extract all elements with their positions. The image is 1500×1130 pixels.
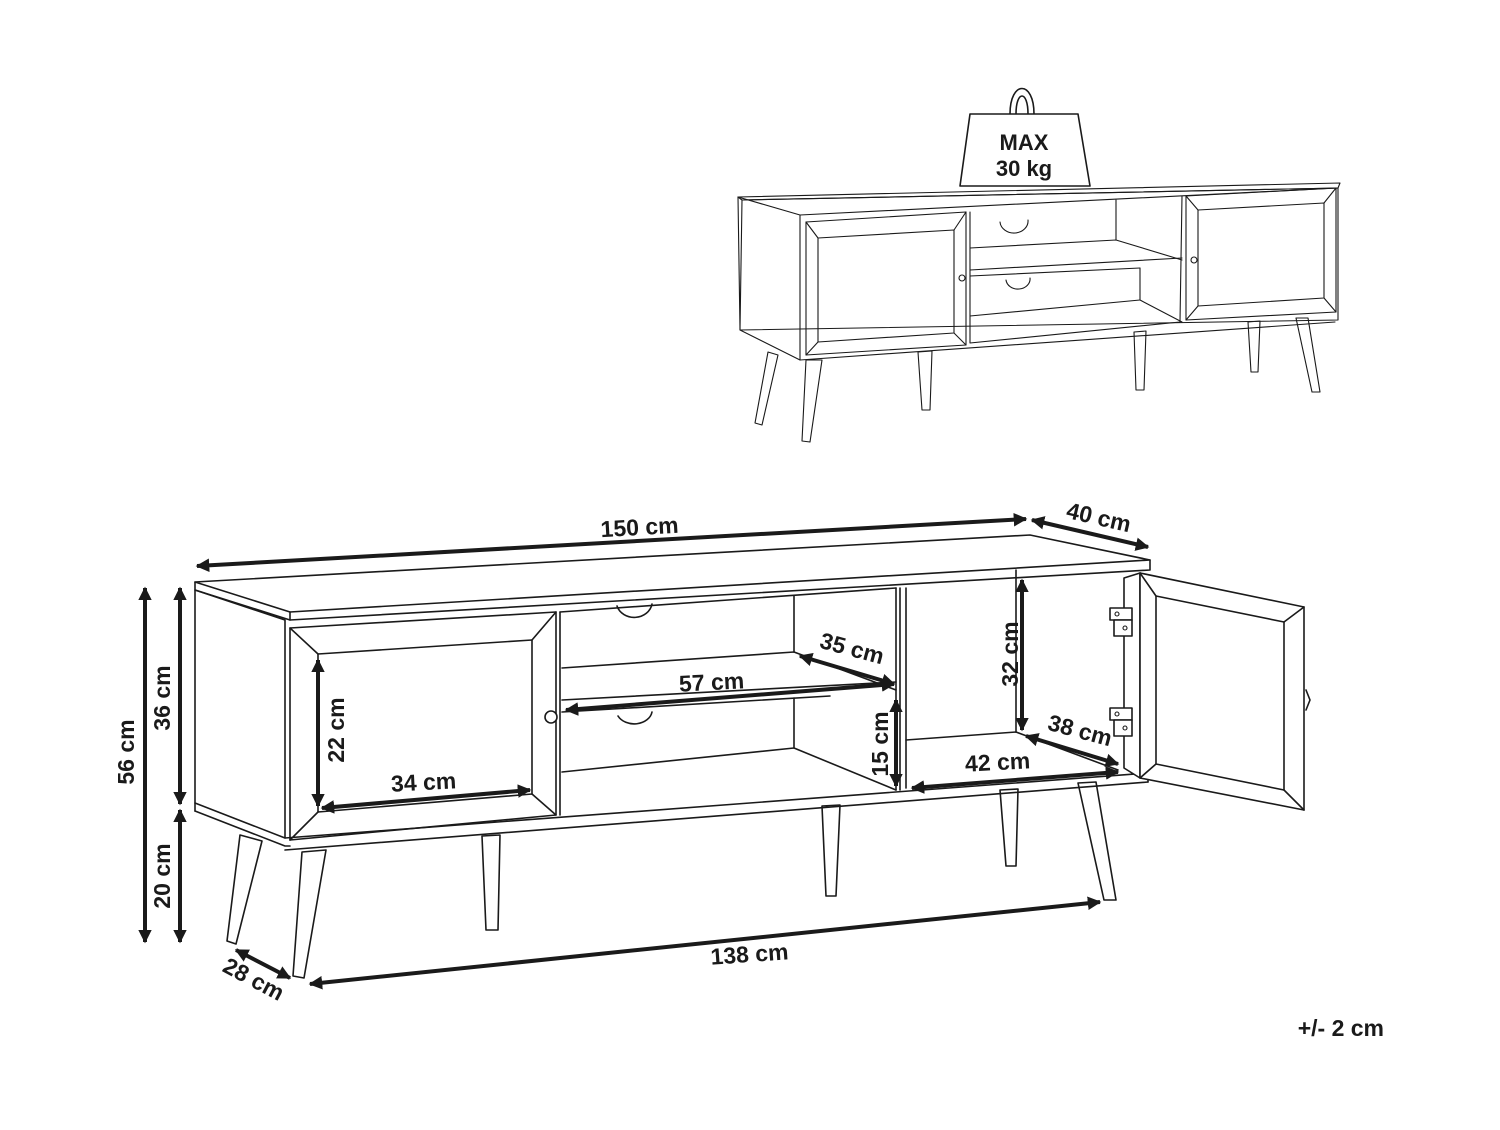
dimension-right-compartment-width-label: 42 cm — [964, 747, 1030, 776]
dimension-leg-spacing-width-label: 138 cm — [710, 938, 790, 969]
dimension-lower-opening-height-label: 15 cm — [867, 711, 893, 776]
dimension-body-height-label: 36 cm — [149, 665, 175, 730]
dimension-arrows — [138, 512, 1150, 990]
dimension-left-compartment-width-label: 34 cm — [390, 767, 456, 796]
weight-label-value: 30 kg — [996, 156, 1052, 181]
dimension-leg-height-label: 20 cm — [149, 843, 175, 908]
preview-tv-stand: MAX 30 kg — [737, 87, 1341, 443]
hinge-icon — [1109, 607, 1133, 637]
max-load-weight-tag: MAX 30 kg — [959, 87, 1091, 187]
weight-label-max: MAX — [1000, 130, 1049, 155]
dimension-shelf-width-label: 57 cm — [678, 667, 744, 696]
tolerance-note: +/- 2 cm — [1298, 1015, 1384, 1041]
dimension-left-compartment-height-label: 22 cm — [323, 697, 349, 762]
hinge-icon — [1109, 707, 1133, 737]
dimension-width-label: 150 cm — [600, 512, 679, 542]
dimension-right-compartment-height-label: 32 cm — [997, 621, 1023, 686]
dimension-total-height-label: 56 cm — [113, 719, 139, 784]
main-tv-stand — [194, 534, 1311, 979]
